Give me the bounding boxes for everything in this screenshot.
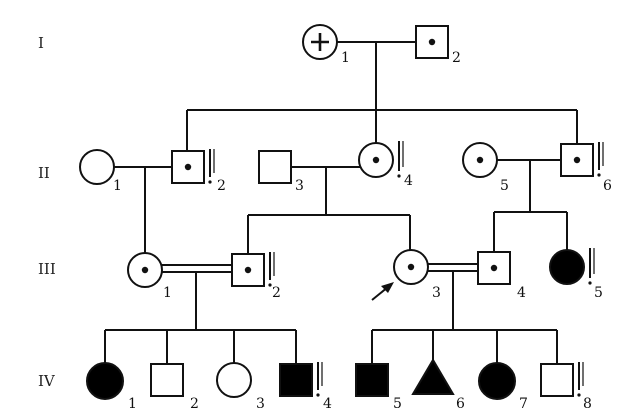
male-symbol xyxy=(279,363,313,397)
examined-tick-icon xyxy=(597,142,604,177)
individual-iii-3: 3 xyxy=(393,249,441,301)
examined-tick-icon xyxy=(268,252,275,287)
individual-number: 3 xyxy=(256,396,265,412)
individual-ii-4: 4 xyxy=(358,141,413,189)
individual-number: 2 xyxy=(217,178,226,194)
individual-ii-2: 2 xyxy=(171,149,226,194)
examined-tick-icon xyxy=(316,362,323,397)
individual-iv-1: 1 xyxy=(86,362,137,412)
individual-ii-6: 6 xyxy=(560,142,612,194)
individual-iii-5: 5 xyxy=(549,248,603,301)
carrier-dot-icon xyxy=(573,156,581,164)
individual-number: 1 xyxy=(113,178,122,194)
individual-ii-5: 5 xyxy=(462,142,509,194)
carrier-dot-icon xyxy=(141,266,149,274)
individual-number: 2 xyxy=(272,285,281,301)
female-symbol xyxy=(79,149,115,185)
examined-tick-icon xyxy=(588,248,595,285)
individual-iv-2: 2 xyxy=(150,363,199,412)
individual-iv-8: 8 xyxy=(540,362,592,412)
examined-tick-icon xyxy=(208,149,215,184)
male-symbol xyxy=(150,363,184,397)
individual-number: 8 xyxy=(583,396,592,412)
proband-arrow xyxy=(371,282,394,301)
individual-i-2: 2 xyxy=(415,25,461,66)
individual-number: 7 xyxy=(519,396,528,412)
individual-number: 6 xyxy=(603,178,612,194)
female-symbol xyxy=(216,362,252,398)
individual-iv-6: 6 xyxy=(411,358,465,412)
carrier-dot-icon xyxy=(407,263,415,271)
carrier-dot-icon xyxy=(372,156,380,164)
individual-number: 3 xyxy=(432,285,441,301)
individual-iii-4: 4 xyxy=(477,251,526,301)
examined-tick-icon xyxy=(397,141,404,178)
individual-number: 5 xyxy=(500,178,509,194)
individual-number: 6 xyxy=(456,396,465,412)
individual-number: 1 xyxy=(128,396,137,412)
plus-icon xyxy=(311,33,329,51)
male-symbol xyxy=(258,150,292,184)
generation-label-4: IV xyxy=(38,372,56,390)
individual-number: 4 xyxy=(404,173,413,189)
pedigree-individuals: 1 2 1 2 3 4 5 6 1 2 3 4 5 1 2 3 4 5 6 7 8 xyxy=(79,24,612,412)
examined-tick-icon xyxy=(577,362,584,397)
individual-ii-1: 1 xyxy=(79,149,122,194)
individual-number: 3 xyxy=(295,178,304,194)
individual-iv-4: 4 xyxy=(279,362,332,412)
generation-label-1: I xyxy=(38,34,44,52)
individual-number: 4 xyxy=(517,285,526,301)
carrier-dot-icon xyxy=(490,264,498,272)
carrier-dot-icon xyxy=(184,163,192,171)
individual-ii-3: 3 xyxy=(258,150,304,194)
individual-number: 5 xyxy=(393,396,402,412)
generation-label-2: II xyxy=(38,164,50,182)
male-symbol xyxy=(355,363,389,397)
individual-number: 2 xyxy=(190,396,199,412)
generation-label-3: III xyxy=(38,260,56,278)
carrier-dot-icon xyxy=(476,156,484,164)
individual-number: 1 xyxy=(341,50,350,66)
individual-i-1: 1 xyxy=(302,24,350,66)
pedigree-lines xyxy=(104,41,578,365)
unknown-sex-symbol xyxy=(411,358,455,395)
female-symbol xyxy=(549,249,585,285)
individual-number: 1 xyxy=(163,285,172,301)
carrier-dot-icon xyxy=(244,266,252,274)
individual-number: 5 xyxy=(594,285,603,301)
individual-iii-1: 1 xyxy=(127,252,172,301)
individual-iii-2: 2 xyxy=(231,252,281,301)
individual-iv-3: 3 xyxy=(216,362,265,412)
carrier-dot-icon xyxy=(428,38,436,46)
individual-number: 4 xyxy=(323,396,332,412)
individual-number: 2 xyxy=(452,50,461,66)
individual-iv-7: 7 xyxy=(478,362,528,412)
individual-iv-5: 5 xyxy=(355,363,402,412)
male-symbol xyxy=(540,363,574,397)
female-symbol xyxy=(478,362,516,400)
female-symbol xyxy=(86,362,124,400)
